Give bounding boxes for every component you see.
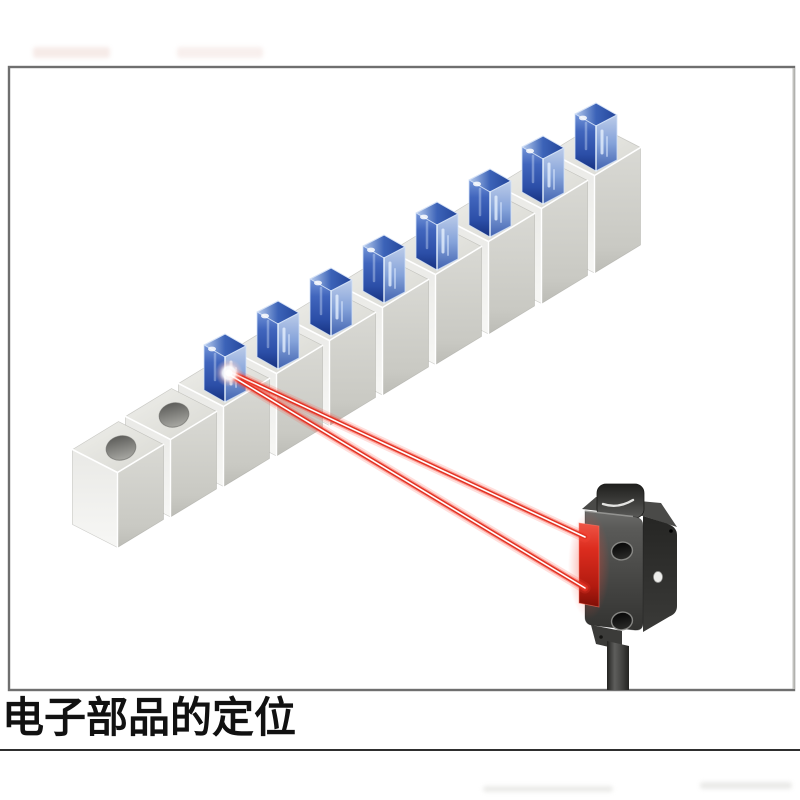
beam-core: [229, 374, 586, 589]
indicator-dot: [653, 571, 663, 583]
sensor-button-highlight: [601, 498, 635, 507]
electronic-component: [574, 102, 618, 172]
photoelectric-sensor: [568, 483, 677, 690]
carrier-cube-empty-socket: [71, 421, 165, 549]
socket-hole: [158, 402, 190, 428]
cube-edge-highlight: [434, 245, 483, 276]
cube-edge-highlight: [593, 146, 642, 177]
cube-edge-highlight: [275, 344, 324, 375]
component-glint: [208, 346, 216, 352]
component-glint: [579, 115, 587, 121]
laser-beams: [224, 366, 591, 594]
mounting-hole-upper: [610, 541, 634, 561]
cube-edge-highlight: [71, 448, 119, 474]
component-glint: [261, 313, 269, 319]
cube-edge-highlight: [540, 179, 589, 210]
component-glint: [526, 148, 534, 154]
bottom-divider-line: [0, 749, 800, 751]
cube-edge-highlight: [124, 415, 172, 441]
cube-edge-highlight: [487, 212, 536, 243]
sensor-cable: [607, 641, 629, 690]
beam-hit-core: [225, 369, 233, 377]
electronic-component: [415, 201, 459, 271]
watermark-smudge: [700, 782, 792, 789]
laser-beam-upper: [224, 366, 591, 543]
laser-beam-lower: [224, 369, 591, 594]
cube-edge-highlight: [177, 382, 225, 408]
mounting-hole-lower: [610, 611, 634, 631]
cube-edge-highlight: [116, 443, 165, 474]
electronic-component: [309, 267, 353, 337]
electronic-component: [468, 168, 512, 238]
component-glint: [367, 247, 375, 253]
caption-text: 电子部品的定位: [2, 693, 297, 742]
electronic-component: [521, 135, 565, 205]
cube-edge-highlight: [381, 278, 430, 309]
watermark-smudge: [483, 786, 613, 792]
electronic-component: [256, 300, 300, 370]
cube-edge-highlight: [222, 377, 271, 408]
electronic-component: [362, 234, 406, 304]
watermark-smudge: [177, 47, 263, 58]
component-glint: [473, 181, 481, 187]
parts-carrier-row: [71, 102, 642, 549]
beam-core: [229, 371, 586, 538]
boot-detail-dot: [599, 635, 603, 639]
cube-edge-highlight: [169, 410, 218, 441]
sensor-front-bevel: [584, 510, 634, 518]
socket-hole: [105, 435, 137, 461]
cube-edge-highlight: [328, 311, 377, 342]
watermark-smudge: [33, 47, 110, 58]
component-glint: [420, 214, 428, 220]
corner-detail-dot: [669, 529, 673, 533]
component-glint: [314, 280, 322, 286]
